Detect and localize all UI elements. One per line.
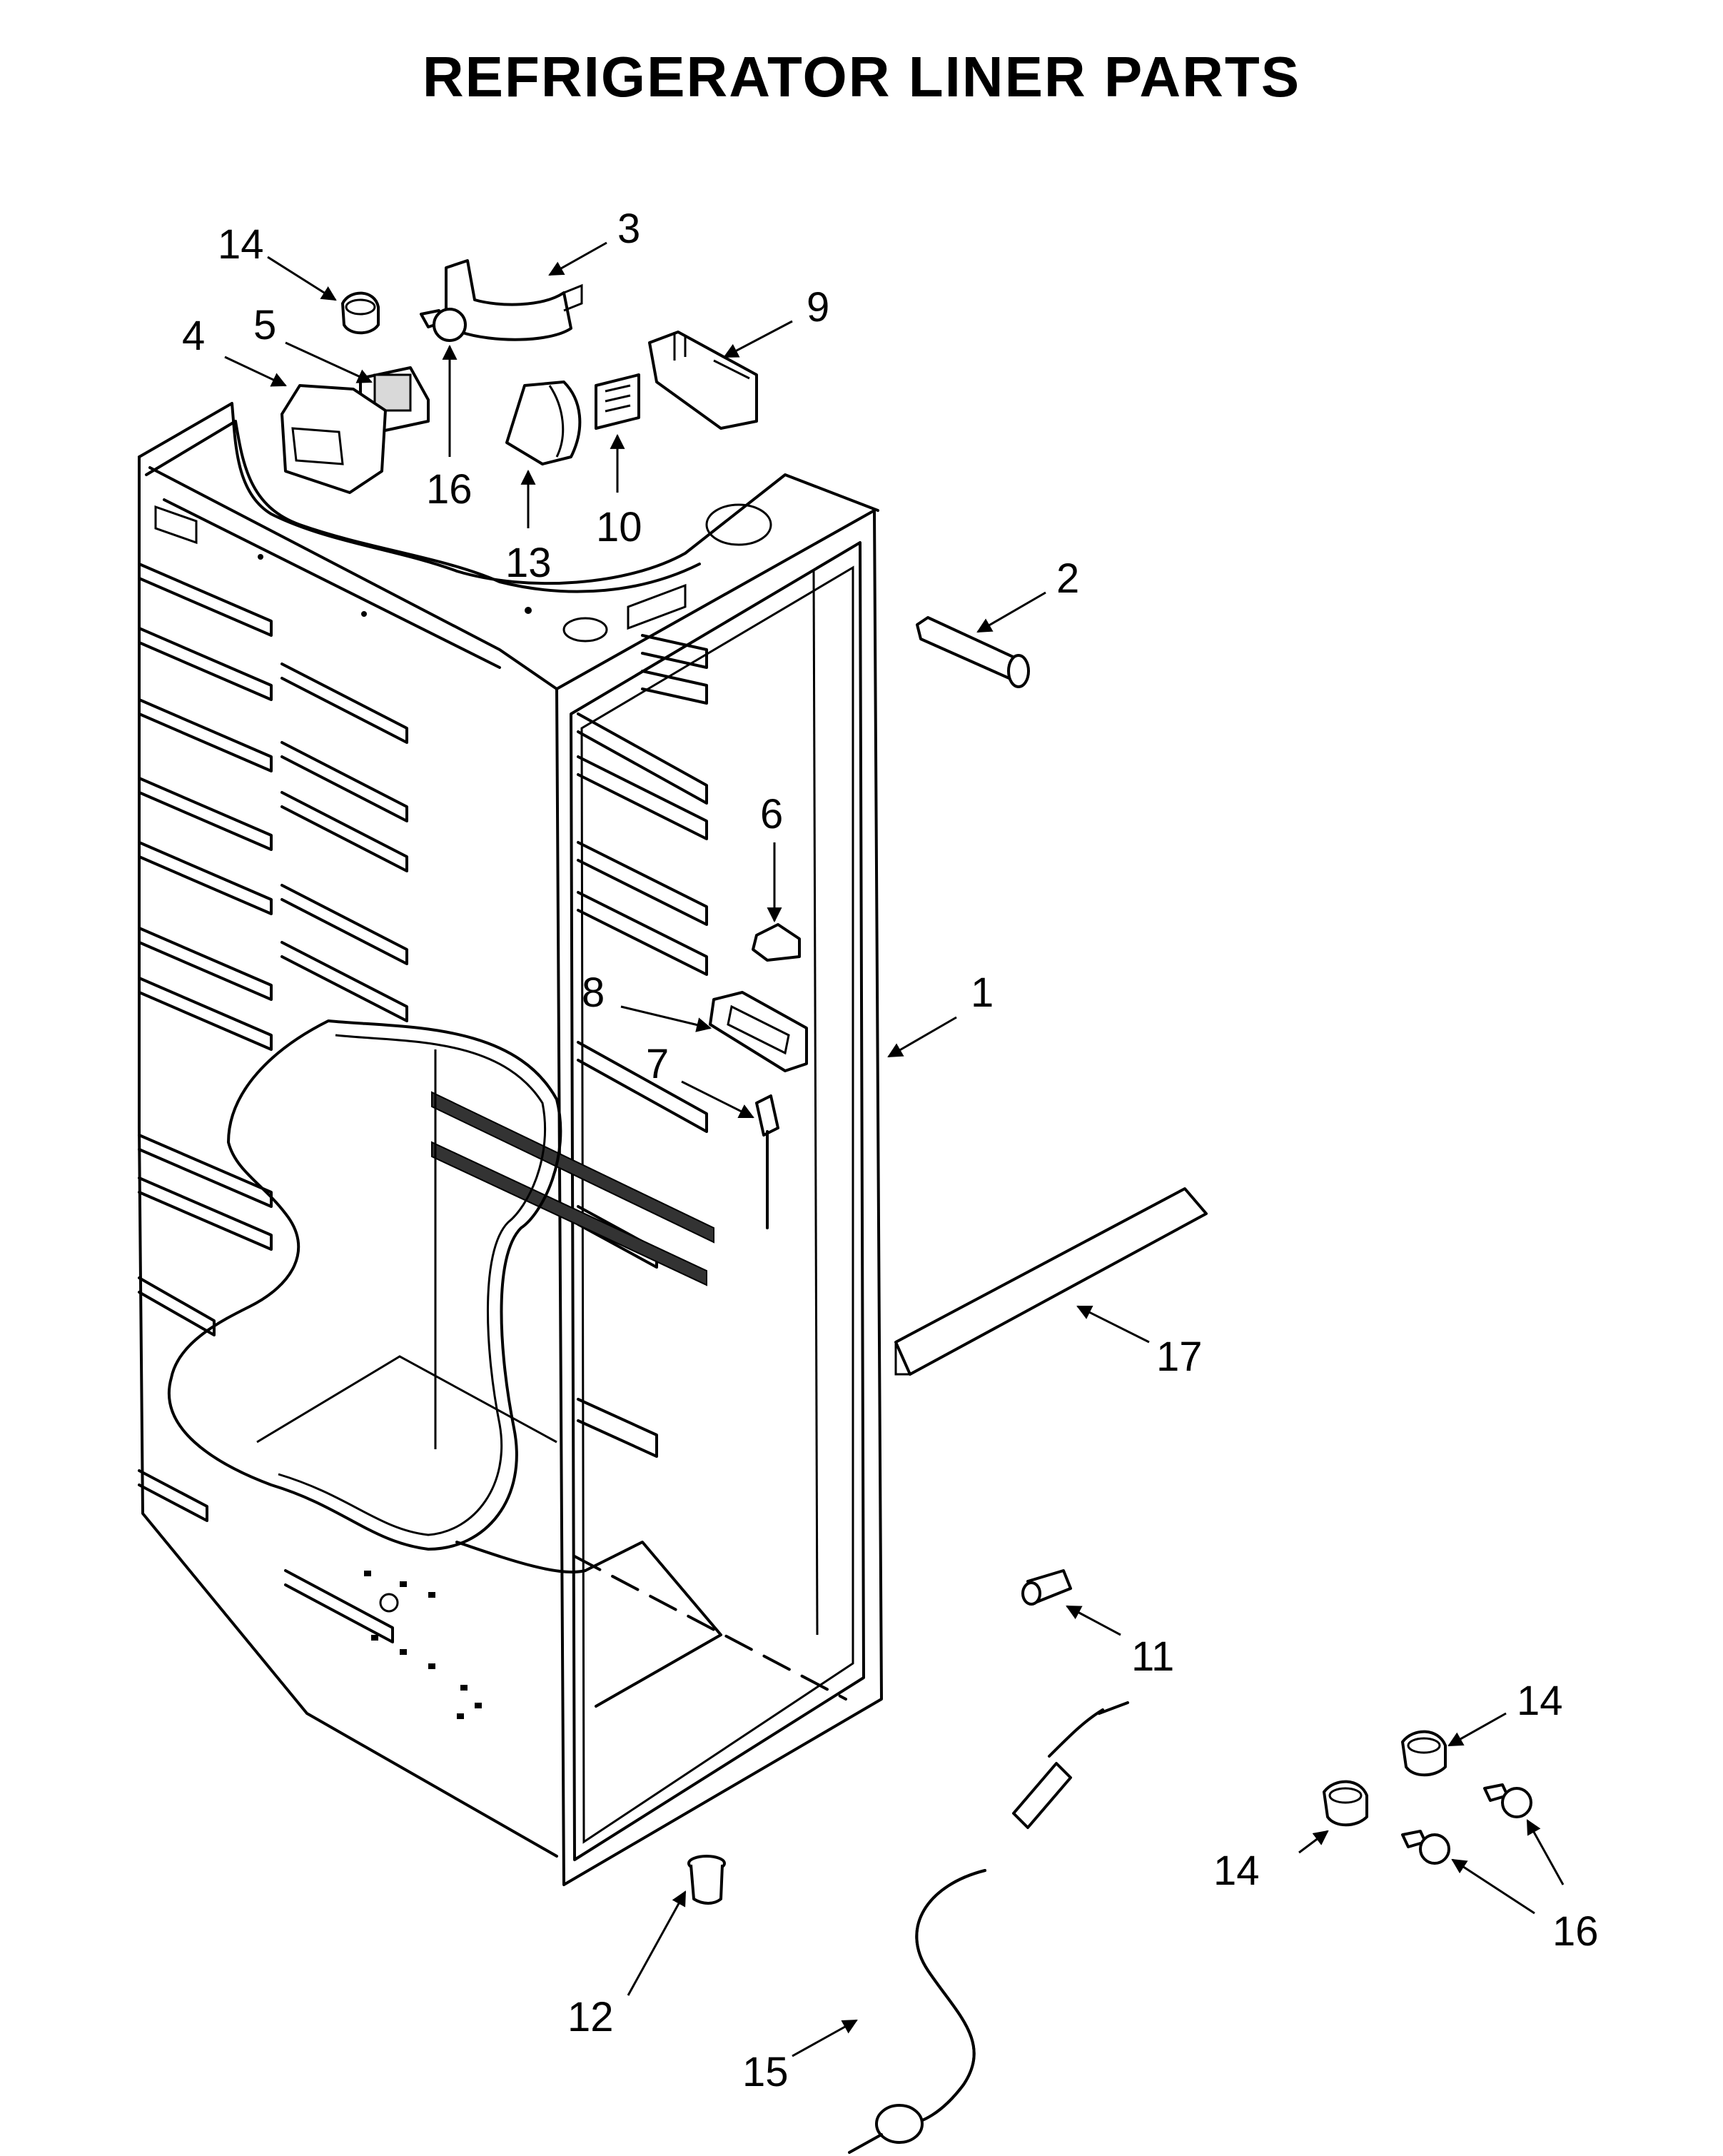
part-3-bracket <box>445 259 583 341</box>
liner-body <box>138 402 883 1886</box>
part-14-top <box>341 291 380 335</box>
part-6-clip <box>752 923 801 962</box>
part-7-sensor <box>755 1094 779 1229</box>
callout-labels: 14 3 5 4 16 13 10 9 2 6 8 7 1 17 11 14 1… <box>182 206 1599 2095</box>
callout-17: 17 <box>1156 1334 1203 1380</box>
part-10-grille <box>595 373 640 430</box>
part-4-housing <box>281 384 387 494</box>
part-13-duct <box>505 381 582 465</box>
shelf-rails-right <box>577 634 708 1458</box>
part-2-filter <box>916 616 1030 688</box>
part-11-fitting <box>1021 1569 1072 1606</box>
shelf-rails-left <box>138 563 408 1643</box>
callout-6: 6 <box>760 791 783 837</box>
callout-12: 12 <box>567 1994 614 2040</box>
callout-14-right-lower: 14 <box>1213 1848 1260 1894</box>
callout-8: 8 <box>582 969 605 1016</box>
callout-1: 1 <box>971 969 994 1016</box>
part-12-bushing <box>687 1855 726 1905</box>
part-14-right-lower <box>1323 1780 1368 1827</box>
callout-7: 7 <box>646 1041 669 1087</box>
bottom-holes <box>364 1571 482 1719</box>
callout-10: 10 <box>596 504 642 550</box>
diagram-title: REFRIGERATOR LINER PARTS <box>422 45 1301 109</box>
callout-14-top: 14 <box>218 221 264 268</box>
callout-16-right: 16 <box>1552 1908 1599 1955</box>
part-16-right-a <box>1483 1783 1532 1818</box>
callout-5: 5 <box>253 302 276 348</box>
part-16-top <box>420 308 467 342</box>
callout-4: 4 <box>182 313 205 359</box>
callout-16-top: 16 <box>426 466 473 513</box>
callout-14-right-upper: 14 <box>1517 1678 1563 1724</box>
callout-13: 13 <box>505 540 552 586</box>
callout-9: 9 <box>807 284 829 331</box>
callout-15: 15 <box>742 2049 789 2095</box>
part-15-tube <box>848 1701 1129 2154</box>
callout-3: 3 <box>617 206 640 252</box>
callout-2: 2 <box>1056 555 1079 602</box>
part-5-vent <box>359 366 430 433</box>
leader-lines <box>224 241 1565 2057</box>
part-9-housing <box>648 331 758 430</box>
callout-11: 11 <box>1131 1633 1174 1680</box>
part-14-right-upper <box>1401 1730 1447 1777</box>
part-16-right-b <box>1401 1830 1450 1865</box>
part-17-bar <box>894 1187 1208 1376</box>
